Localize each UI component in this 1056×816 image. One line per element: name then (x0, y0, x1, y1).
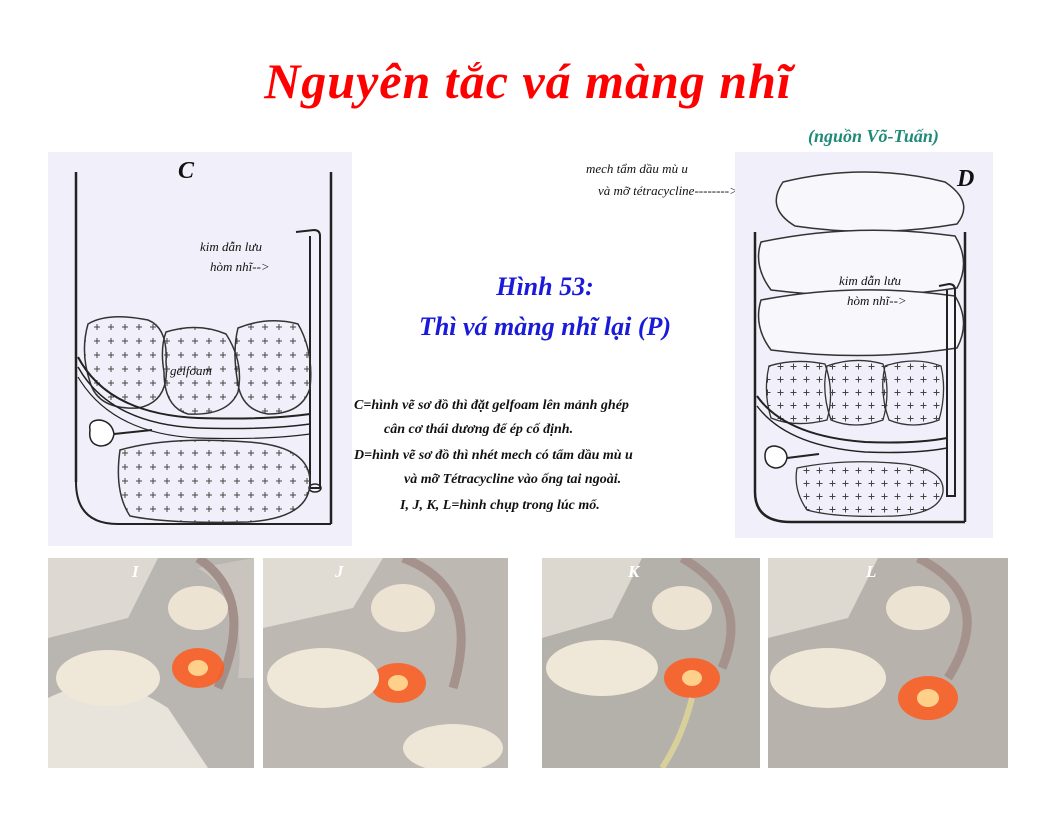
slide-title: Nguyên tắc vá màng nhĩ (264, 53, 792, 109)
diagram-d-drawing (753, 171, 967, 524)
panel-d-letter: D (957, 166, 975, 192)
panel-c-gelfoam-label: gelfoam (170, 363, 212, 378)
legend-line-5: I, J, K, L=hình chụp trong lúc mổ. (400, 498, 600, 513)
legend-line-1: C=hình vẽ sơ đồ thì đặt gelfoam lên mảnh… (354, 398, 629, 413)
panel-d-needle-label-2: hòm nhĩ--> (847, 293, 907, 308)
photo-i-letter: I (132, 562, 139, 581)
photo-k-letter: K (628, 562, 640, 581)
surgery-photo-l: L (768, 558, 1008, 768)
figure-number: Hình 53: (496, 272, 594, 301)
surgery-photo-k: K (542, 558, 760, 768)
legend-line-3: D=hình vẽ sơ đồ thì nhét mech có tẩm dầu… (354, 448, 633, 463)
photo-j-letter: J (335, 562, 344, 581)
legend-line-4: và mỡ Tétracycline vào ống tai ngoài. (404, 472, 622, 487)
surgery-photo-j: J (263, 558, 508, 768)
figure-caption: Thì vá màng nhĩ lại (P) (418, 312, 672, 341)
panel-c-letter: C (178, 158, 195, 184)
panel-c-needle-label-1: kim dẫn lưu (200, 239, 262, 254)
diagram-panel-c: C kim dẫn lưu hòm nhĩ--> gelfoam (48, 152, 352, 546)
panel-d-wick-label-2: và mỡ tétracycline--------> (598, 183, 738, 198)
source-credit: (nguồn Võ-Tuấn) (808, 126, 939, 146)
panel-d-wick-label-1: mech tẩm dầu mù u (586, 161, 688, 176)
diagram-panel-d: D kim dẫn lưu hòm nhĩ--> (735, 152, 993, 538)
legend-line-2: cân cơ thái dương để ép cố định. (384, 422, 574, 437)
panel-d-needle-label-1: kim dẫn lưu (839, 273, 901, 288)
photo-l-letter: L (866, 562, 877, 581)
surgery-photo-i: I (48, 558, 254, 768)
diagram-c-drawing (74, 172, 333, 525)
panel-c-needle-label-2: hòm nhĩ--> (210, 259, 270, 274)
